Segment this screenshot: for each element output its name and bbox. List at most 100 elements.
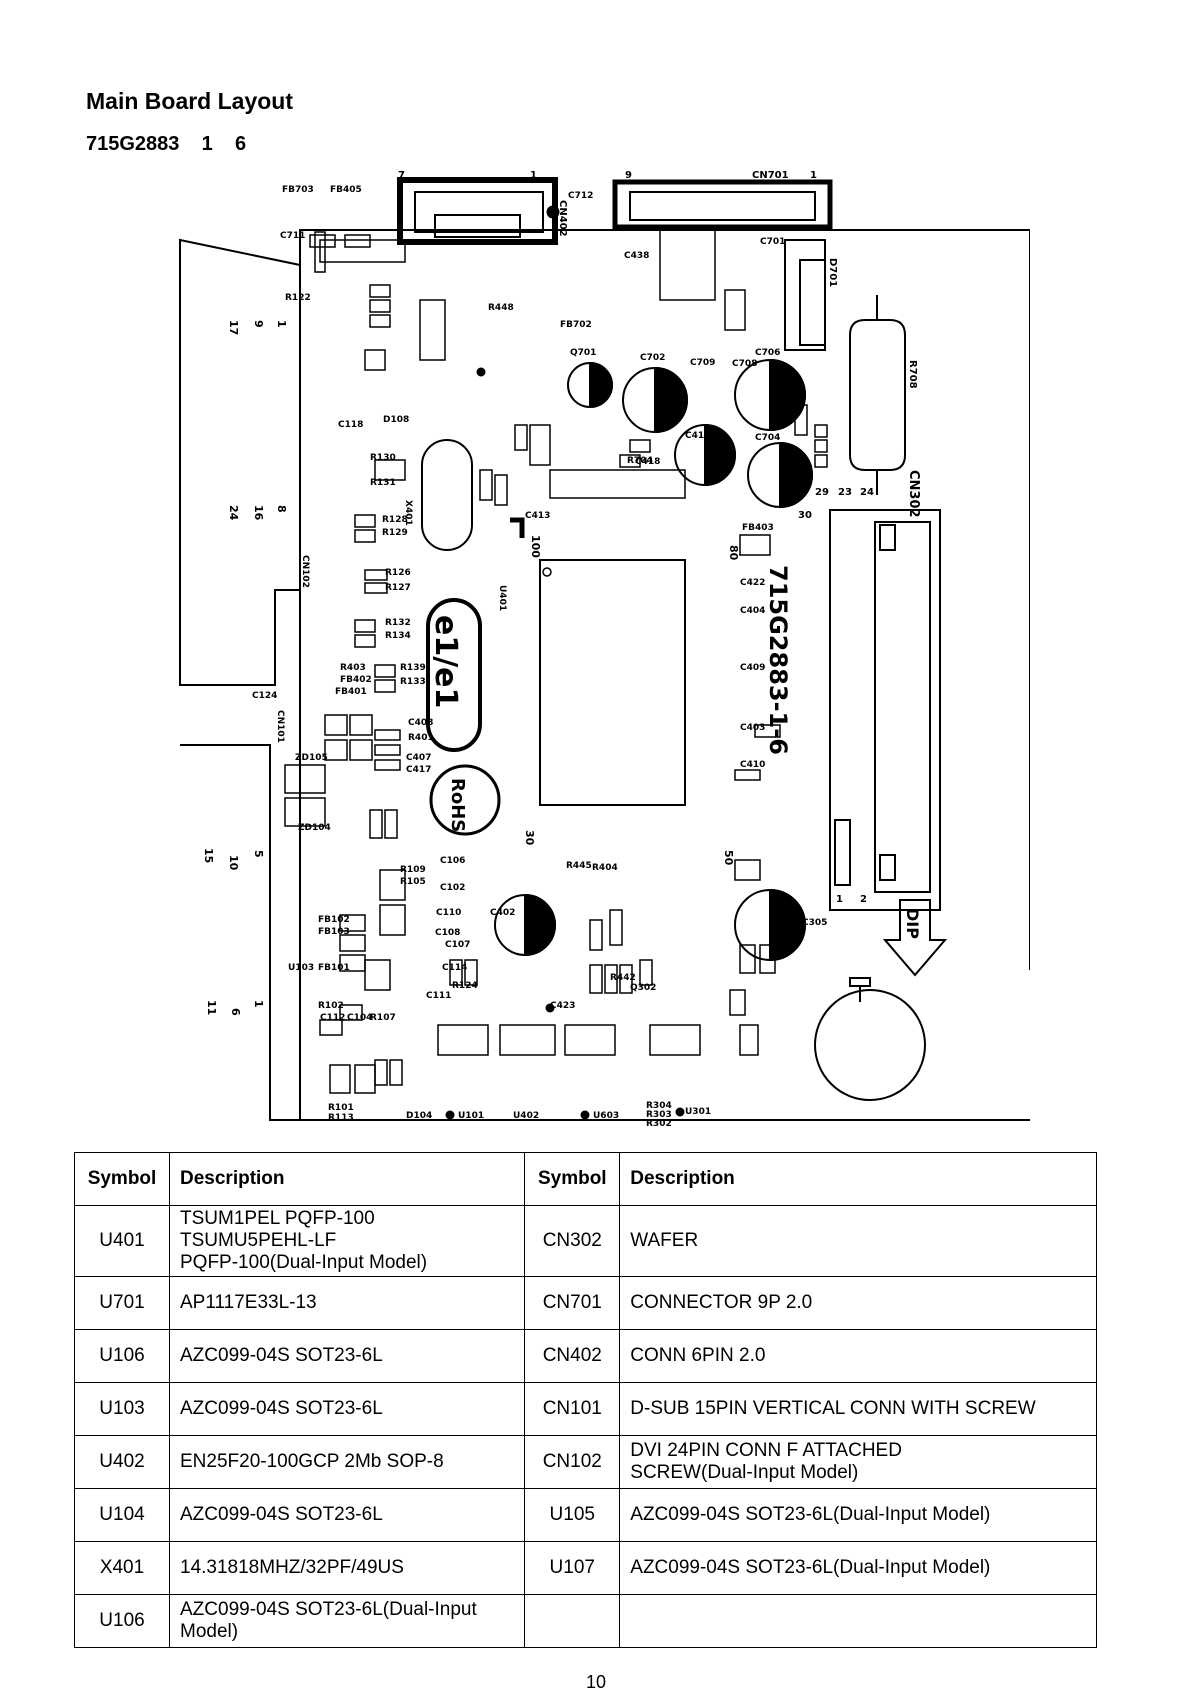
cn302-pin-24: 24 (860, 487, 874, 498)
c708-label: C708 (732, 359, 757, 369)
cn701-label: CN701 (752, 170, 789, 181)
symbol-cell: CN701 (524, 1276, 621, 1330)
r129-label: R129 (382, 528, 408, 538)
pcb-label: 715G2883-1-6 (764, 565, 792, 755)
description-cell: AP1117E33L-13 (168, 1276, 526, 1330)
d701-label: D701 (827, 258, 838, 287)
fb403-label: FB403 (742, 523, 774, 533)
x401-label: X401 (403, 500, 413, 526)
header-symbol-1: Symbol (74, 1152, 170, 1206)
c423-label: C423 (550, 1001, 575, 1011)
r704-label: R704 (627, 456, 653, 466)
page-title: Main Board Layout (86, 88, 294, 114)
cn102-pin-1: 1 (275, 320, 288, 328)
c403-label: C403 (740, 723, 765, 733)
u301-pin-marker (675, 1107, 685, 1117)
r107-label: R107 (370, 1013, 396, 1023)
description-cell (619, 1594, 1097, 1648)
c404-label: C404 (740, 606, 765, 616)
c124-label: C124 (252, 691, 277, 701)
cn402-pin-7: 7 (398, 170, 405, 181)
symbol-cell: U106 (74, 1329, 170, 1383)
r133-label: R133 (400, 677, 426, 687)
r105-label: R105 (400, 877, 426, 887)
c305-label: C305 (802, 918, 827, 928)
c417-label: C417 (406, 765, 431, 775)
symbol-cell: X401 (74, 1541, 170, 1595)
symbol-cell: U107 (524, 1541, 621, 1595)
r404-label: R404 (592, 863, 618, 873)
c706-label: C706 (755, 348, 780, 358)
c702-label: C702 (640, 353, 665, 363)
header-description-2: Description (619, 1152, 1097, 1206)
d108-label: D108 (383, 415, 409, 425)
r109-label: R109 (400, 865, 426, 875)
r130-label: R130 (370, 453, 396, 463)
c114-label: C114 (442, 963, 467, 973)
cn101-pin-10: 10 (227, 855, 240, 871)
u401-pin-100: 100 (529, 535, 542, 558)
r442-label: R442 (610, 973, 636, 983)
u401-corner-mark (510, 517, 525, 538)
description-cell: CONN 6PIN 2.0 (619, 1329, 1097, 1383)
r127-label: R127 (385, 583, 411, 593)
c407-label: C407 (406, 753, 431, 763)
u401-label: U401 (497, 585, 507, 611)
c711-label: C711 (280, 231, 305, 241)
description-cell: WAFER (619, 1205, 1097, 1277)
description-cell: AZC099-04S SOT23-6L(Dual-Input Model) (619, 1541, 1097, 1595)
symbol-cell: CN101 (524, 1382, 621, 1436)
x401-crystal: X401 (403, 439, 473, 551)
symbol-cell: U402 (74, 1435, 170, 1489)
u402-label: U402 (513, 1111, 539, 1121)
c418-label: C418 (635, 457, 660, 467)
rohs-mark: RoHS (429, 764, 501, 836)
u103-label: U103 (288, 963, 314, 973)
r124-label: R124 (452, 981, 478, 991)
symbol-cell: CN302 (524, 1205, 621, 1277)
description-cell: AZC099-04S SOT23-6L (168, 1382, 526, 1436)
zd105-label: ZD105 (295, 753, 328, 763)
fb101-label: FB101 (318, 963, 350, 973)
symbol-cell: CN402 (524, 1329, 621, 1383)
description-cell: 14.31818MHZ/32PF/49US (168, 1541, 526, 1595)
c118-label: C118 (338, 420, 363, 430)
u402-pin-marker (545, 1003, 555, 1013)
c402-label: C402 (490, 908, 515, 918)
r101-label: R101 (328, 1103, 354, 1113)
r139-label: R139 (400, 663, 426, 673)
r445-label: R445 (566, 861, 592, 871)
cn101-pin-6: 6 (229, 1008, 242, 1016)
c413-label: C413 (525, 511, 550, 521)
c108-label: C108 (435, 928, 460, 938)
u603-label: U603 (593, 1111, 619, 1121)
dip-label: DIP (903, 908, 922, 939)
rohs-text: RoHS (447, 778, 468, 832)
fb402-label: FB402 (340, 675, 372, 685)
q701-label: Q701 (570, 348, 596, 358)
u401-pin-30: 30 (523, 830, 536, 846)
table-row: U106 AZC099-04S SOT23-6L CN402 CONN 6PIN… (74, 1329, 1097, 1383)
parts-table: Symbol Description Symbol Description U4… (74, 1152, 1097, 1648)
symbol-cell: U103 (74, 1382, 170, 1436)
symbol-cell: U106 (74, 1594, 170, 1648)
cn302-label: CN302 (906, 470, 921, 518)
r403-label: R403 (340, 663, 366, 673)
r128-label: R128 (382, 515, 408, 525)
r134-label: R134 (385, 631, 411, 641)
cn102-pin-16: 16 (252, 505, 265, 521)
c104-label: C104 (347, 1013, 372, 1023)
c422-label: C422 (740, 578, 765, 588)
fb405-label: FB405 (330, 185, 362, 195)
c110-label: C110 (436, 908, 461, 918)
c709-label: C709 (690, 358, 715, 368)
description-cell: D-SUB 15PIN VERTICAL CONN WITH SCREW (619, 1382, 1097, 1436)
fb102-label: FB102 (318, 915, 350, 925)
u603-pin-marker (580, 1110, 590, 1120)
table-header-row: Symbol Description Symbol Description (74, 1152, 1097, 1206)
r126-label: R126 (385, 568, 411, 578)
cn102-pin-9: 9 (252, 320, 265, 328)
c106-label: C106 (440, 856, 465, 866)
cn302-pin-23: 23 (838, 487, 852, 498)
